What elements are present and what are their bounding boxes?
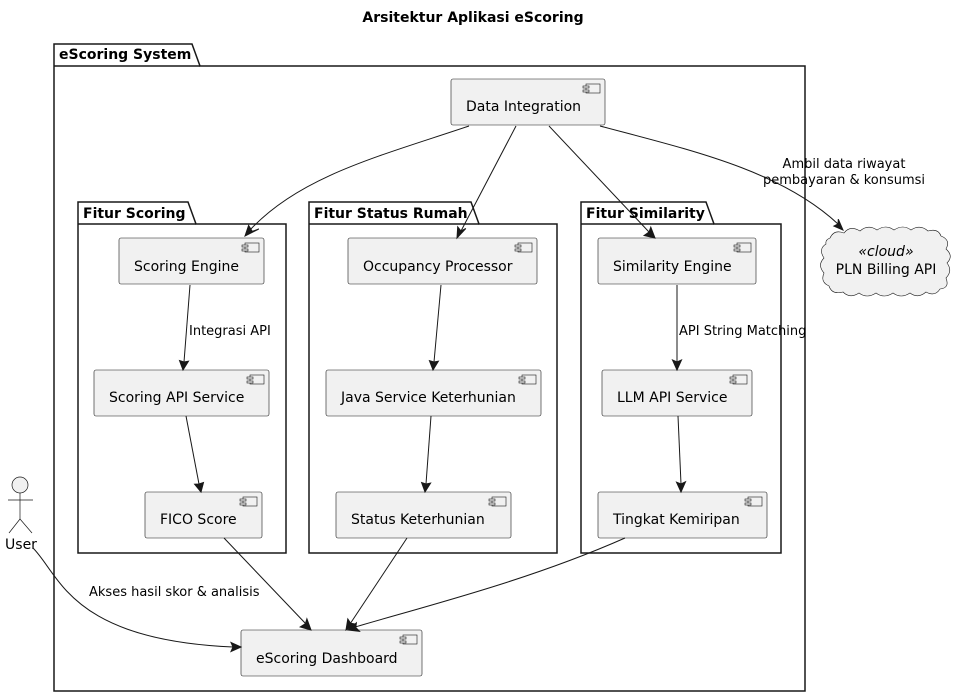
package-title-status: Fitur Status Rumah xyxy=(314,206,468,222)
component-icon xyxy=(744,496,763,507)
edges xyxy=(32,125,844,653)
package-title-system: eScoring System xyxy=(59,47,191,63)
cloud-label: PLN Billing API xyxy=(836,262,937,278)
component-label: Data Integration xyxy=(466,99,581,115)
component-icon xyxy=(241,242,260,253)
component-escoring-dashboard: eScoring Dashboard xyxy=(240,629,423,677)
edge-data-integration-to-occupancy xyxy=(460,125,517,232)
component-status-keterhunian: Status Keterhunian xyxy=(335,491,512,539)
package-frame xyxy=(308,201,558,554)
edge-fico-to-dashboard xyxy=(223,537,307,625)
component-label: LLM API Service xyxy=(617,390,727,406)
package-frame xyxy=(580,201,782,554)
diagram-title: Arsitektur Aplikasi eScoring xyxy=(362,10,583,26)
edge-data-integration-to-scoring-engine xyxy=(249,125,470,231)
edge-data-integration-to-pln-billing xyxy=(599,125,839,225)
edge-data-integration-to-similarity xyxy=(548,125,650,233)
component-icon xyxy=(399,634,418,645)
cloud-pln-billing-api: «cloud» PLN Billing API xyxy=(820,226,951,297)
package-title-similarity: Fitur Similarity xyxy=(586,206,705,222)
component-label: Scoring Engine xyxy=(134,259,239,275)
component-llm-api-service: LLM API Service xyxy=(601,369,753,417)
component-label: Tingkat Kemiripan xyxy=(612,512,740,528)
edge-scoring-engine-to-scoring-api xyxy=(183,284,191,363)
component-icon xyxy=(729,374,748,385)
component-label: Scoring API Service xyxy=(109,390,244,406)
edge-user-to-dashboard xyxy=(32,547,234,648)
package-escoring-system: eScoring System xyxy=(53,43,806,692)
component-java-service-keterhunian: Java Service Keterhunian xyxy=(325,369,542,417)
package-fitur-status-rumah: Fitur Status Rumah xyxy=(308,201,558,554)
package-frame xyxy=(77,201,287,554)
component-icon xyxy=(733,242,752,253)
component-fico-score: FICO Score xyxy=(144,491,263,539)
component-occupancy-processor: Occupancy Processor xyxy=(347,237,538,285)
component-label: Status Keterhunian xyxy=(351,512,485,528)
edge-occupancy-to-java-service xyxy=(433,284,442,363)
edge-label-api-string-matching: API String Matching xyxy=(679,324,806,339)
component-icon xyxy=(246,374,265,385)
component-label: Occupancy Processor xyxy=(363,259,513,275)
edge-tingkat-to-dashboard xyxy=(354,537,626,628)
component-label: FICO Score xyxy=(160,512,237,528)
component-icon xyxy=(582,83,601,94)
edge-llm-api-to-tingkat-kemiripan xyxy=(677,415,682,485)
package-fitur-similarity: Fitur Similarity xyxy=(580,201,782,554)
component-scoring-api-service: Scoring API Service xyxy=(93,369,270,417)
component-label: eScoring Dashboard xyxy=(256,651,398,667)
package-fitur-scoring: Fitur Scoring xyxy=(77,201,287,554)
component-label: Similarity Engine xyxy=(613,259,732,275)
cloud-stereotype: «cloud» xyxy=(858,244,913,260)
package-frame xyxy=(53,43,806,692)
component-tingkat-kemiripan: Tingkat Kemiripan xyxy=(597,491,768,539)
actor-user: User xyxy=(5,476,37,553)
edge-label-ambil-line1: Ambil data riwayat xyxy=(783,157,906,172)
component-icon xyxy=(514,242,533,253)
edge-status-to-dashboard xyxy=(349,537,408,625)
actor-label: User xyxy=(5,537,37,553)
edge-label-integrasi-api: Integrasi API xyxy=(189,324,271,339)
component-data-integration: Data Integration xyxy=(450,78,606,126)
component-similarity-engine: Similarity Engine xyxy=(597,237,757,285)
component-icon xyxy=(488,496,507,507)
component-icon xyxy=(518,374,537,385)
edge-label-akses: Akses hasil skor & analisis xyxy=(89,585,260,600)
component-scoring-engine: Scoring Engine xyxy=(118,237,265,285)
component-label: Java Service Keterhunian xyxy=(340,390,516,406)
actor-head-icon xyxy=(11,476,29,494)
cloud-icon xyxy=(820,226,951,297)
edge-java-service-to-status xyxy=(425,415,432,485)
component-icon xyxy=(239,496,258,507)
edge-label-ambil-line2: pembayaran & konsumsi xyxy=(763,173,925,188)
edge-scoring-api-to-fico xyxy=(185,415,200,485)
package-title-scoring: Fitur Scoring xyxy=(83,206,186,222)
